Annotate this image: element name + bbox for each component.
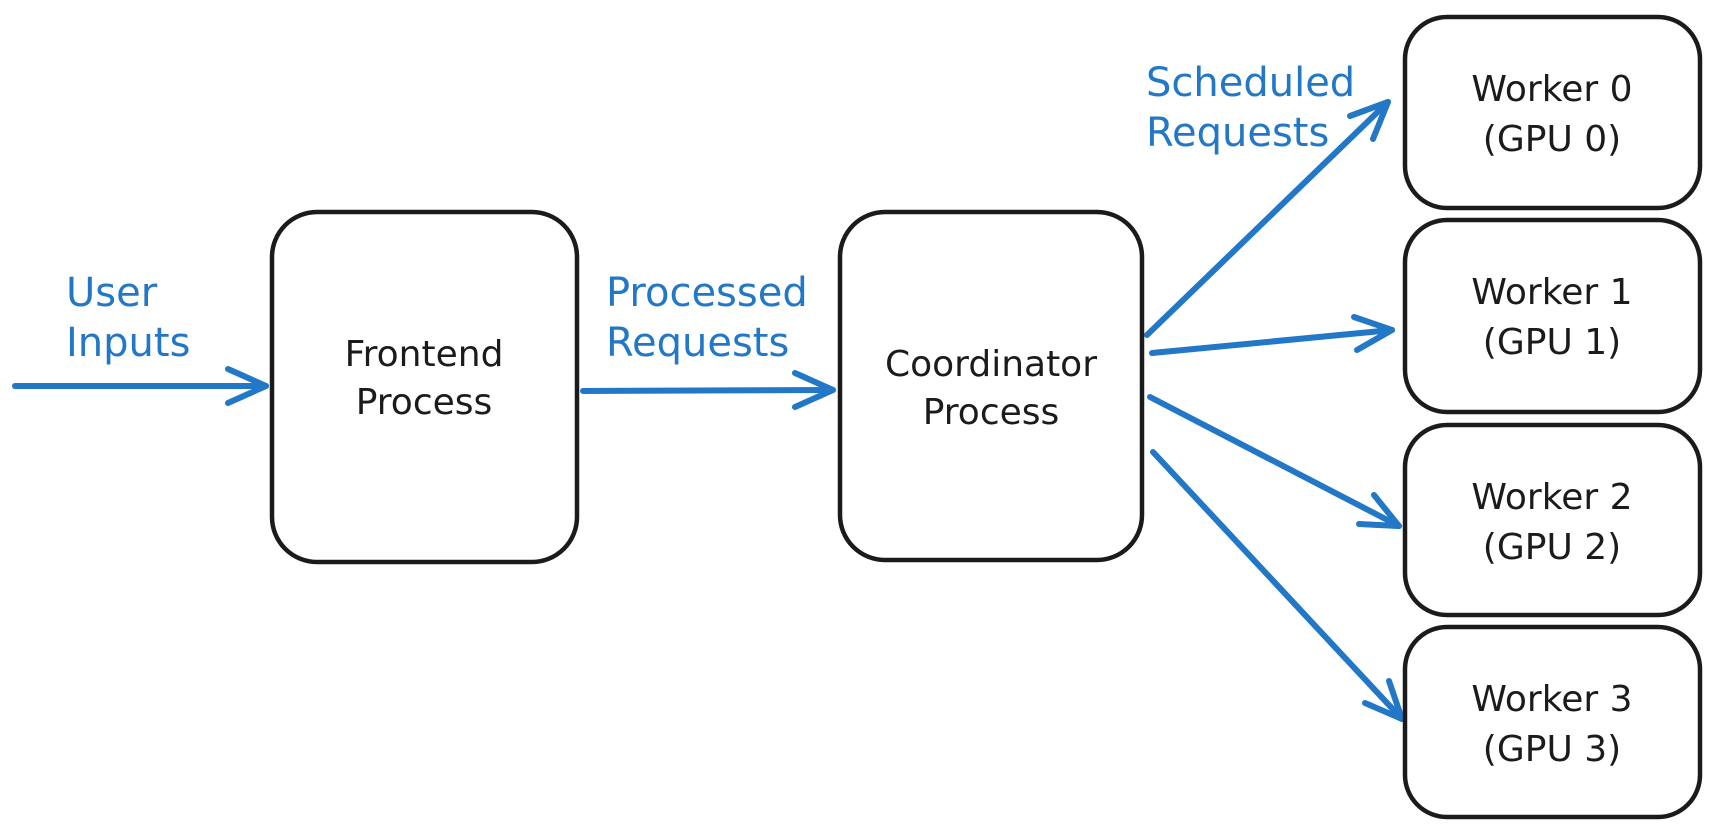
arrow-scheduled-worker-0 [1144,99,1391,338]
node-worker-3: Worker 3 (GPU 3) [1402,624,1703,820]
arrow-scheduled-worker-1 [1149,314,1395,356]
node-worker-1-box [1402,217,1703,415]
label-processed-requests-line1: Processed [606,270,808,316]
node-coordinator-process-line2: Process [923,392,1060,433]
node-frontend-process-line1: Frontend [345,334,504,375]
node-coordinator-process-line1: Coordinator [885,344,1097,385]
label-user-inputs-line1: User [66,270,158,316]
label-scheduled-requests-line2: Requests [1146,110,1329,156]
node-worker-1-line1: Worker 1 [1471,272,1632,313]
arrow-scheduled-worker-1-line [1149,327,1395,356]
node-frontend-process-box [269,209,580,565]
arrow-scheduled-worker-3-line [1150,449,1405,722]
arrow-processed-requests-line [580,387,836,394]
arrow-scheduled-worker-2-head-icon [1356,492,1402,529]
arrow-scheduled-worker-2 [1147,394,1402,529]
node-worker-1-line2: (GPU 1) [1483,322,1621,363]
arrow-user-inputs-head-icon [225,366,269,406]
node-worker-0-box [1402,14,1703,211]
label-user-inputs: User Inputs [66,270,190,366]
node-worker-1: Worker 1 (GPU 1) [1402,217,1703,415]
arrow-processed-requests-head-icon [792,370,836,410]
node-worker-0-line1: Worker 0 [1471,69,1632,110]
arrow-user-inputs [12,366,269,406]
node-coordinator-process: Coordinator Process [837,209,1145,563]
arrow-scheduled-worker-0-line [1144,99,1391,338]
node-worker-2-line1: Worker 2 [1471,477,1632,518]
label-processed-requests-line2: Requests [606,320,789,366]
arrow-scheduled-worker-0-head-icon [1347,99,1391,142]
arrow-scheduled-worker-2-line [1147,394,1402,529]
node-worker-3-line1: Worker 3 [1471,679,1632,720]
node-frontend-process-line2: Process [356,382,493,423]
node-worker-0-line2: (GPU 0) [1483,119,1621,160]
node-frontend-process: Frontend Process [269,209,580,565]
arrow-scheduled-worker-3-head-icon [1362,678,1405,722]
label-processed-requests: Processed Requests [606,270,808,366]
label-scheduled-requests: Scheduled Requests [1146,60,1355,156]
node-worker-3-box [1402,624,1703,820]
arrow-scheduled-worker-1-head-icon [1351,314,1395,353]
node-worker-0: Worker 0 (GPU 0) [1402,14,1703,211]
node-worker-2: Worker 2 (GPU 2) [1402,422,1703,618]
node-worker-3-line2: (GPU 3) [1483,729,1621,770]
node-coordinator-process-box [837,209,1145,563]
label-user-inputs-line2: Inputs [66,320,190,366]
label-scheduled-requests-line1: Scheduled [1146,60,1355,106]
node-worker-2-line2: (GPU 2) [1483,527,1621,568]
node-worker-2-box [1402,422,1703,618]
arrow-processed-requests [580,370,836,410]
arrow-scheduled-worker-3 [1150,449,1405,722]
